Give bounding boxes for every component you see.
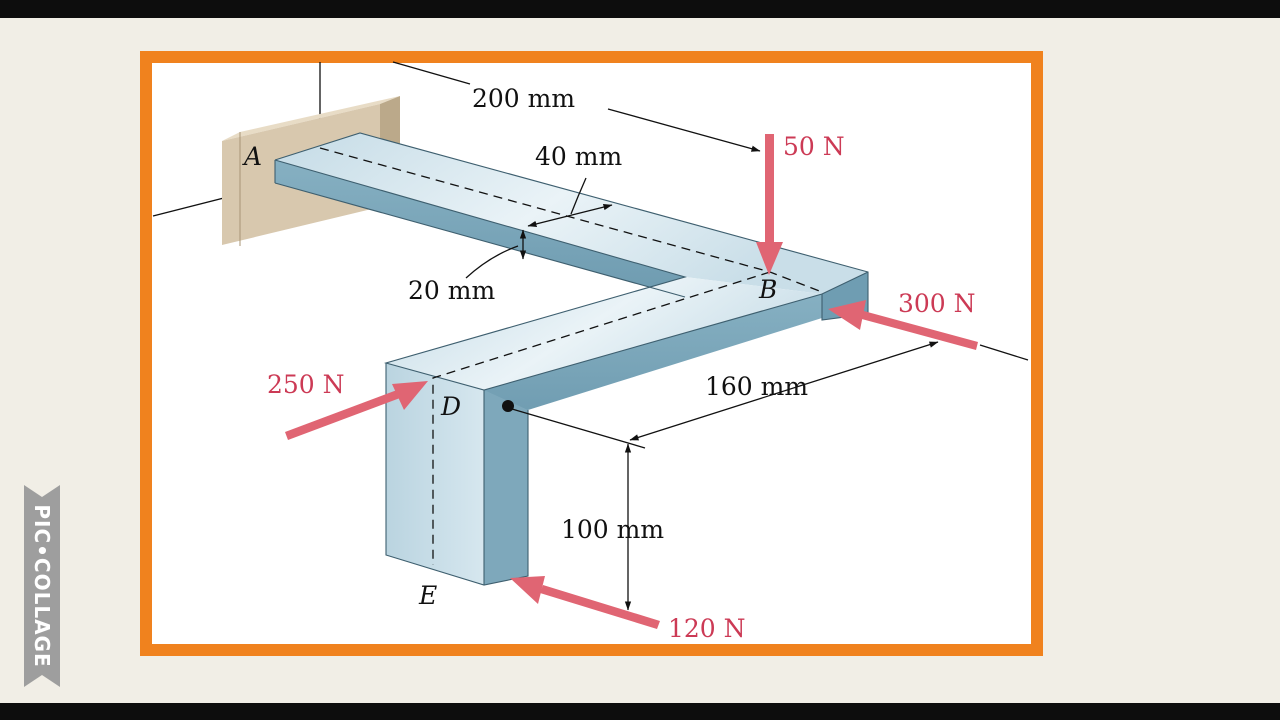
dim-40mm — [527, 177, 613, 227]
bar-face-de — [386, 363, 484, 585]
label-100mm: 100 mm — [561, 515, 664, 544]
bottom-letterbox-bar — [0, 703, 1280, 720]
arrow-250n — [285, 381, 428, 440]
top-letterbox-bar — [0, 0, 1280, 18]
guide-line-right — [979, 344, 1029, 361]
force-arrows — [285, 134, 978, 629]
label-300n: 300 N — [898, 289, 976, 318]
label-200mm: 200 mm — [472, 84, 575, 113]
label-250n: 250 N — [267, 370, 345, 399]
label-point-b: B — [758, 275, 777, 304]
label-40mm: 40 mm — [535, 142, 622, 171]
arrow-300n — [828, 300, 978, 350]
label-point-e: E — [418, 581, 437, 610]
pic-collage-watermark — [24, 485, 60, 687]
label-50n: 50 N — [783, 132, 845, 161]
label-point-d: D — [440, 392, 461, 421]
point-marker — [502, 400, 514, 412]
dim-20mm — [465, 229, 527, 279]
bar-side-de — [484, 390, 528, 585]
dim-160mm — [511, 341, 939, 449]
bar-side-ab — [275, 160, 685, 297]
arrow-50n — [756, 134, 783, 275]
arrow-120n — [510, 576, 660, 629]
label-120n: 120 N — [668, 614, 746, 643]
bar-top-bd — [386, 277, 822, 390]
label-point-a: A — [242, 142, 262, 171]
label-160mm: 160 mm — [705, 372, 808, 401]
dim-200mm — [392, 61, 761, 152]
label-20mm: 20 mm — [408, 276, 495, 305]
